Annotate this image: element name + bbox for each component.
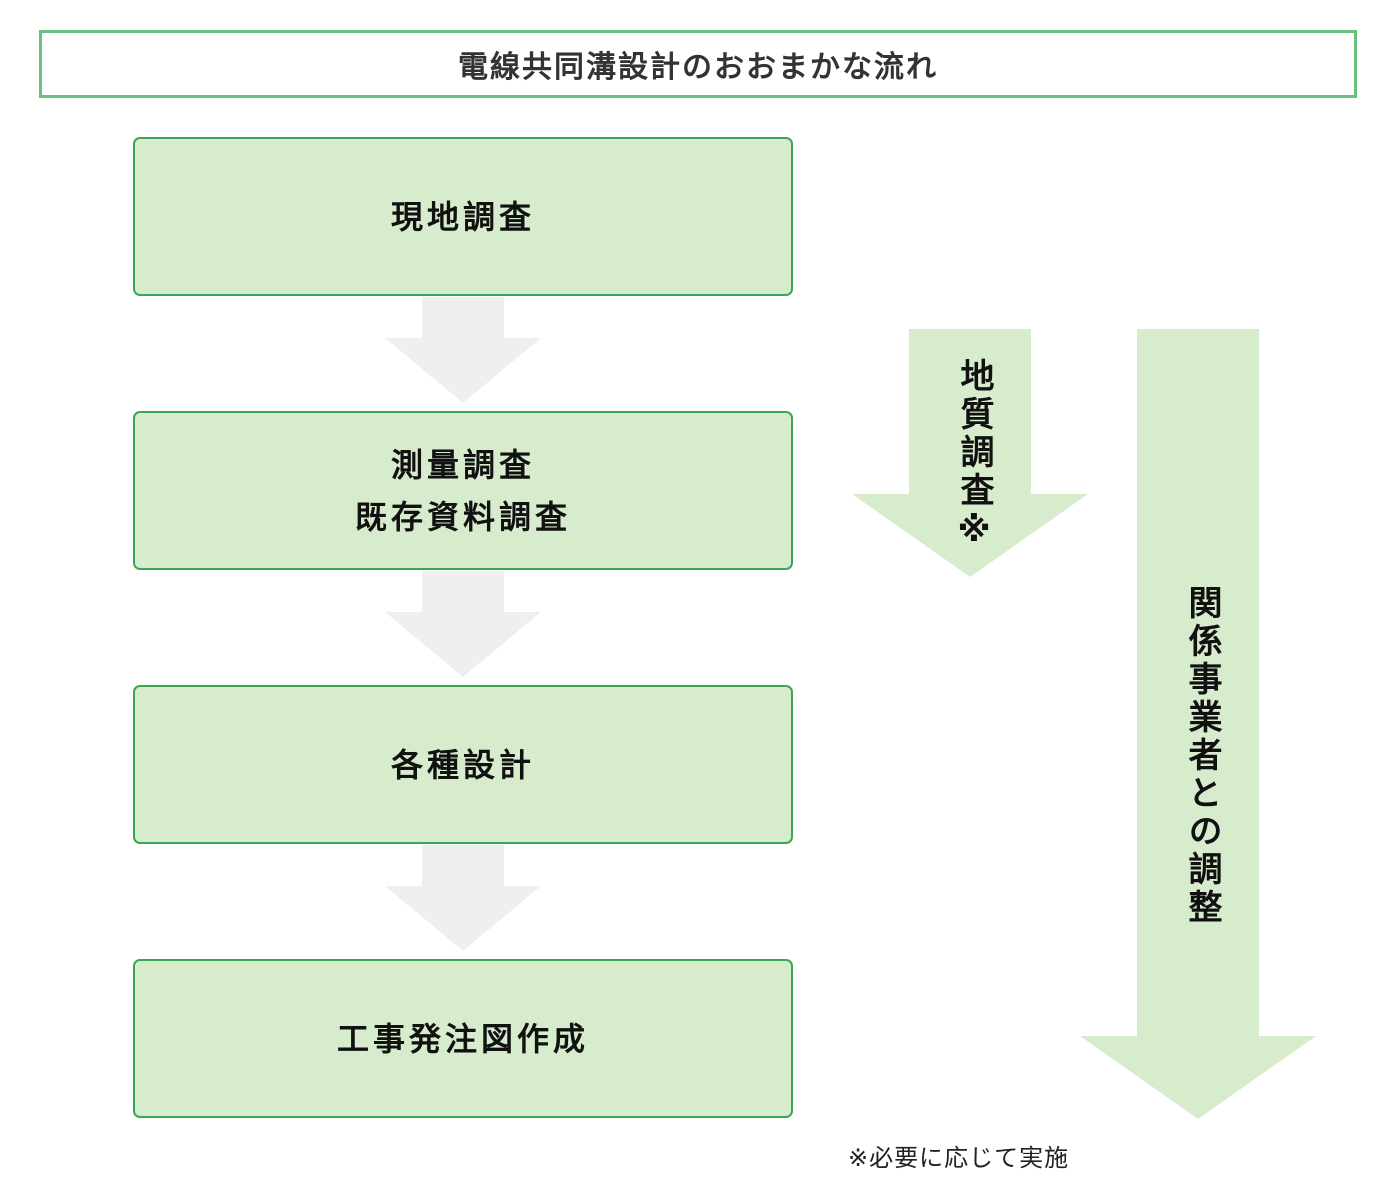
geology-survey-arrow bbox=[852, 329, 1088, 577]
step-label: 現地調査 bbox=[390, 197, 535, 236]
coordination-arrow bbox=[1080, 329, 1316, 1119]
step-measurement-survey: 測量調査 既存資料調査 bbox=[133, 411, 793, 570]
step-site-survey: 現地調査 bbox=[133, 137, 793, 296]
flow-arrow-2 bbox=[385, 571, 541, 677]
flow-arrow-1 bbox=[385, 297, 541, 403]
step-drawings: 工事発注図作成 bbox=[133, 959, 793, 1118]
step-label: 既存資料調査 bbox=[354, 497, 571, 536]
step-design: 各種設計 bbox=[133, 685, 793, 844]
step-label: 工事発注図作成 bbox=[336, 1019, 589, 1058]
step-label: 各種設計 bbox=[390, 745, 535, 784]
diagram-title: 電線共同溝設計のおおまかな流れ bbox=[39, 30, 1357, 98]
geology-survey-label: 地質調査※ bbox=[954, 358, 994, 554]
step-label: 測量調査 bbox=[390, 445, 535, 484]
footnote: ※必要に応じて実施 bbox=[848, 1144, 1070, 1172]
flow-arrow-3 bbox=[385, 845, 541, 951]
coordination-label: 関係事業者との調整 bbox=[1182, 585, 1222, 927]
